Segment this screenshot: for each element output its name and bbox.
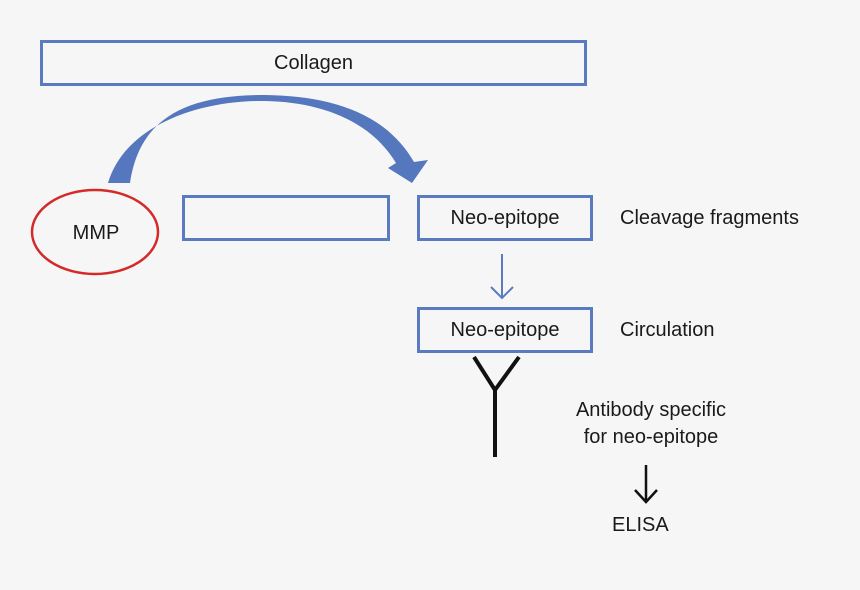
curved-arrow-icon xyxy=(108,95,428,183)
elisa-label: ELISA xyxy=(612,514,669,536)
cleavage-fragments-label: Cleavage fragments xyxy=(620,207,799,229)
antibody-label-line1: Antibody specific xyxy=(575,399,727,421)
y-antibody-icon xyxy=(472,355,521,457)
antibody-label: Antibody specific for neo-epitope xyxy=(563,397,739,451)
neo-epitope-fragment-box: Neo-epitope xyxy=(417,195,593,241)
antibody-label-line2: for neo-epitope xyxy=(583,426,719,448)
collagen-label: Collagen xyxy=(274,51,353,74)
mmp-ellipse xyxy=(30,188,160,276)
mmp-label: MMP xyxy=(72,222,120,244)
circulation-label: Circulation xyxy=(620,319,715,341)
neo-epitope-circulation-label: Neo-epitope xyxy=(450,318,560,341)
neo-epitope-fragment-label: Neo-epitope xyxy=(450,206,560,229)
fragment-box xyxy=(182,195,390,241)
assay-arrow-icon xyxy=(634,465,658,504)
down-arrow-icon xyxy=(490,254,514,300)
neo-epitope-circulation-box: Neo-epitope xyxy=(417,307,593,353)
collagen-box: Collagen xyxy=(40,40,587,86)
